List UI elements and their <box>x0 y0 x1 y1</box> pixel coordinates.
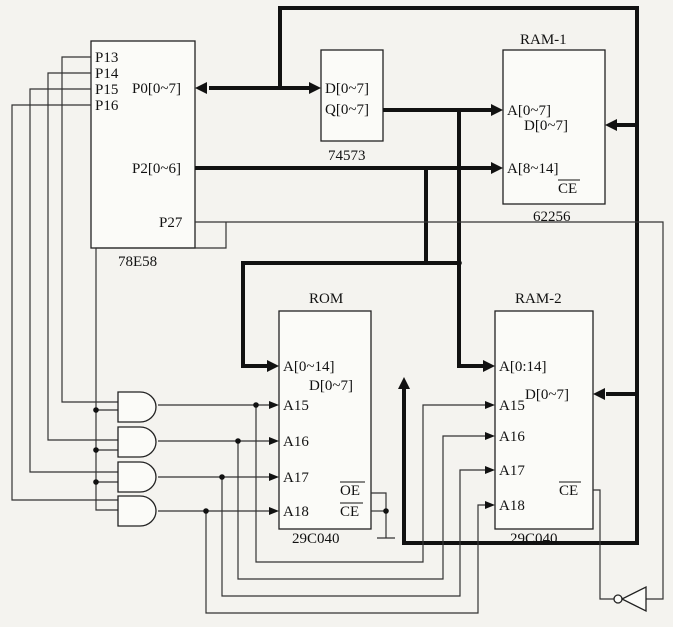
and-gate-2 <box>117 426 157 458</box>
rom-address-bus <box>241 261 459 368</box>
mcu-pin-p14: P14 <box>95 66 119 82</box>
ram2-pin-a16: A16 <box>499 429 525 445</box>
and-gate-3 <box>117 461 157 493</box>
wire-p27-branch4 <box>95 482 118 511</box>
wire-ram2-ce <box>593 489 614 600</box>
ram2-part-name: 29C040 <box>510 531 558 547</box>
rom-pin-d: D[0~7] <box>309 378 353 394</box>
rom-pin-ce: CE <box>340 504 359 520</box>
ram1-pin-a-high: A[8~14] <box>507 161 558 177</box>
arrow-ram2-a15 <box>485 401 495 409</box>
mcu-part-name: 78E58 <box>118 254 157 270</box>
junction-dot <box>456 260 462 266</box>
ram2-29c040-chip <box>494 310 594 530</box>
rom-pin-a: A[0~14] <box>283 359 334 375</box>
latch-pin-q: Q[0~7] <box>325 102 369 118</box>
rom-title: ROM <box>309 291 343 307</box>
arrow-p0 <box>195 82 207 94</box>
ram2-pin-a: A[0:14] <box>499 359 547 375</box>
arrow-latch-d <box>309 82 321 94</box>
ram1-pin-d: D[0~7] <box>524 118 568 134</box>
arrow-ram2-a <box>483 360 495 372</box>
wire-rom-oe-ce <box>371 492 387 538</box>
wire-ram2-a16 <box>237 435 485 580</box>
junction-dot <box>203 508 209 514</box>
wire-ram2-a15 <box>255 404 485 563</box>
rom-pin-oe: OE <box>340 483 360 499</box>
latch-q-to-ram1-bus <box>383 108 487 368</box>
junction-dot <box>93 407 99 413</box>
rom-part-name: 29C040 <box>292 531 340 547</box>
junction-dot <box>93 447 99 453</box>
rom-pin-a18: A18 <box>283 504 309 520</box>
arrow-ram1-alow <box>491 104 503 116</box>
wire-p16 <box>11 104 118 501</box>
mcu-pin-p27: P27 <box>159 215 183 231</box>
wire-p27-branch3 <box>95 450 118 483</box>
ram2-pin-ce: CE <box>559 483 578 499</box>
inverter-symbol <box>613 585 647 613</box>
arrow-ram1-ahigh <box>491 162 503 174</box>
ram1-pin-ce: CE <box>558 181 577 197</box>
arrow-ram2-a16 <box>485 432 495 440</box>
junction-dot <box>383 508 389 514</box>
mcu-pin-p2: P2[0~6] <box>132 161 181 177</box>
arrow-rom-a <box>267 360 279 372</box>
ram2-pin-a17: A17 <box>499 463 525 479</box>
rom-pin-a16: A16 <box>283 434 309 450</box>
mcu-pin-p13: P13 <box>95 50 118 66</box>
junction-dot <box>93 479 99 485</box>
wire-p15 <box>29 88 118 473</box>
arrow-rom-a18 <box>269 507 279 515</box>
wire-p27-branch2 <box>95 410 118 451</box>
ram2-pin-d: D[0~7] <box>525 387 569 403</box>
wire-ram2-a17 <box>221 469 485 597</box>
junction-dot <box>235 438 241 444</box>
ram1-title: RAM-1 <box>520 32 567 48</box>
ram1-pin-a-low: A[0~7] <box>507 103 551 119</box>
wire-p13 <box>61 56 118 403</box>
wire-ram2-a18 <box>205 504 485 614</box>
arrow-ram2-d <box>593 388 605 400</box>
latch-pin-d: D[0~7] <box>325 81 369 97</box>
wire-p14 <box>47 72 118 441</box>
ram2-pin-a15: A15 <box>499 398 525 414</box>
arrow-ram1-d <box>605 119 617 131</box>
ram1-62256-chip <box>502 49 606 205</box>
rom-pin-a15: A15 <box>283 398 309 414</box>
arrow-rom-a16 <box>269 437 279 445</box>
wire-p27 <box>195 221 664 600</box>
mcu-78e58-chip <box>90 40 196 249</box>
junction-dot <box>253 402 259 408</box>
arrow-ram2-a17 <box>485 466 495 474</box>
arrow-rom-a17 <box>269 473 279 481</box>
rom-pin-a17: A17 <box>283 470 309 486</box>
junction-dot <box>219 474 225 480</box>
rom-29c040-chip <box>278 310 372 530</box>
and-gate-1 <box>117 391 157 423</box>
mcu-pin-p15: P15 <box>95 82 118 98</box>
data-bus-loop <box>278 6 639 545</box>
ram1-part-name: 62256 <box>533 209 571 225</box>
latch-74573-chip <box>320 49 384 142</box>
and-gate-4 <box>117 495 157 527</box>
mcu-pin-p0: P0[0~7] <box>132 81 181 97</box>
mcu-pin-p16: P16 <box>95 98 119 114</box>
ram2-title: RAM-2 <box>515 291 562 307</box>
arrow-ram2-a18 <box>485 501 495 509</box>
arrow-rom-a15 <box>269 401 279 409</box>
wire-p27-branch <box>95 222 227 411</box>
ram2-pin-a18: A18 <box>499 498 525 514</box>
latch-part-name: 74573 <box>328 148 366 164</box>
arrow-rom-d <box>398 377 410 389</box>
